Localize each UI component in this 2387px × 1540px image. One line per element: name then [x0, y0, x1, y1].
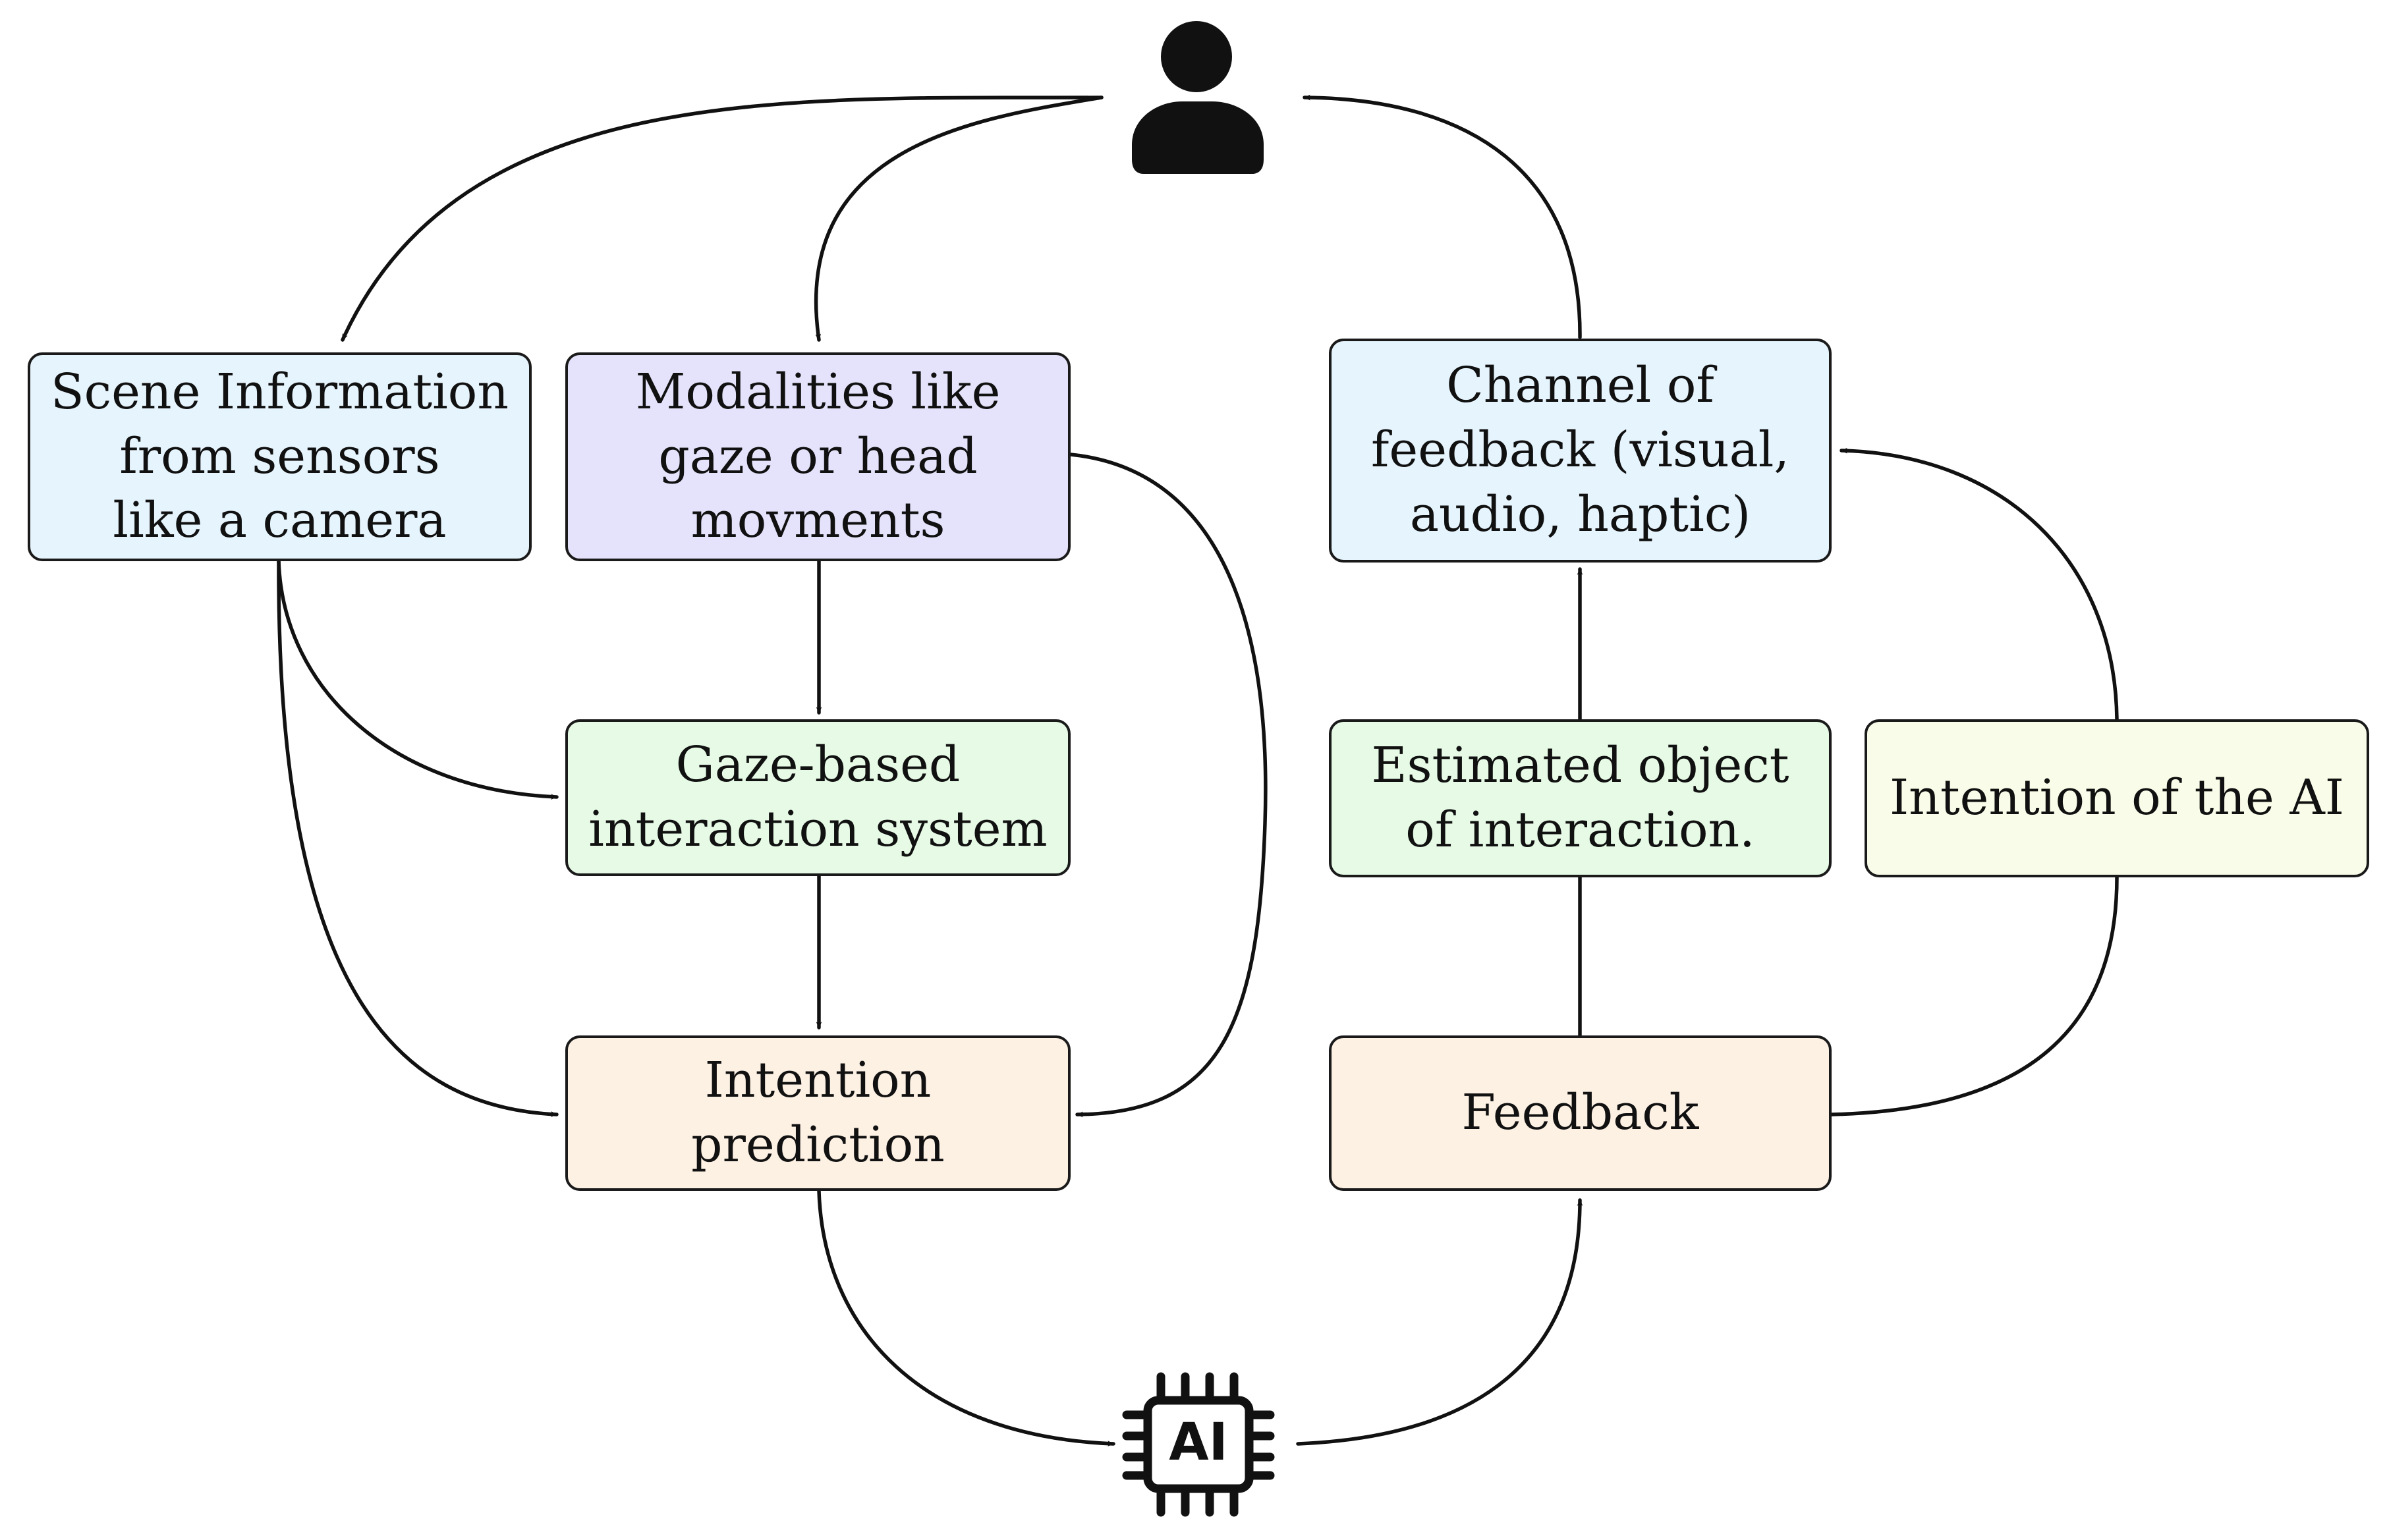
- line-feedback-to-intention-ai: [1830, 875, 2119, 1116]
- feedback-node: Feedback: [1329, 1035, 1832, 1191]
- channel-of-feedback-label: Channel of feedback (visual, audio, hapt…: [1371, 357, 1789, 543]
- arrow-user-to-scene: [341, 96, 1104, 342]
- gaze-interaction-system-label: Gaze-based interaction system: [588, 736, 1048, 858]
- arrow-intention-ai-to-channel: [1839, 447, 2119, 721]
- ai-chip-label: AI: [1169, 1413, 1227, 1472]
- modalities-label: Modalities like gaze or head movments: [635, 363, 1001, 549]
- scene-information-node: Scene Information from sensors like a ca…: [28, 352, 532, 561]
- modalities-node: Modalities like gaze or head movments: [565, 352, 1071, 561]
- intention-of-ai-label: Intention of the AI: [1889, 769, 2345, 827]
- intention-prediction-node: Intention prediction: [565, 1035, 1071, 1191]
- arrow-ai-to-feedback: [1296, 1198, 1583, 1446]
- estimated-object-label: Estimated object of interaction.: [1371, 737, 1789, 858]
- gaze-interaction-system-node: Gaze-based interaction system: [565, 719, 1071, 876]
- user-icon: [1132, 21, 1264, 174]
- arrow-channel-to-user: [1303, 94, 1582, 339]
- ai-chip-icon: AI: [1122, 1372, 1275, 1517]
- intention-prediction-label: Intention prediction: [691, 1052, 945, 1173]
- intention-of-ai-node: Intention of the AI: [1865, 719, 2369, 877]
- channel-of-feedback-node: Channel of feedback (visual, audio, hapt…: [1329, 339, 1832, 563]
- arrow-prediction-to-ai: [817, 1189, 1115, 1447]
- arrow-user-to-modalities: [814, 96, 1104, 342]
- estimated-object-node: Estimated object of interaction.: [1329, 719, 1832, 877]
- feedback-label: Feedback: [1461, 1084, 1699, 1141]
- arrow-scene-to-gaze: [277, 559, 559, 800]
- arrow-scene-to-prediction: [277, 559, 559, 1117]
- scene-information-label: Scene Information from sensors like a ca…: [50, 363, 509, 549]
- arrow-modalities-to-prediction: [1069, 453, 1268, 1118]
